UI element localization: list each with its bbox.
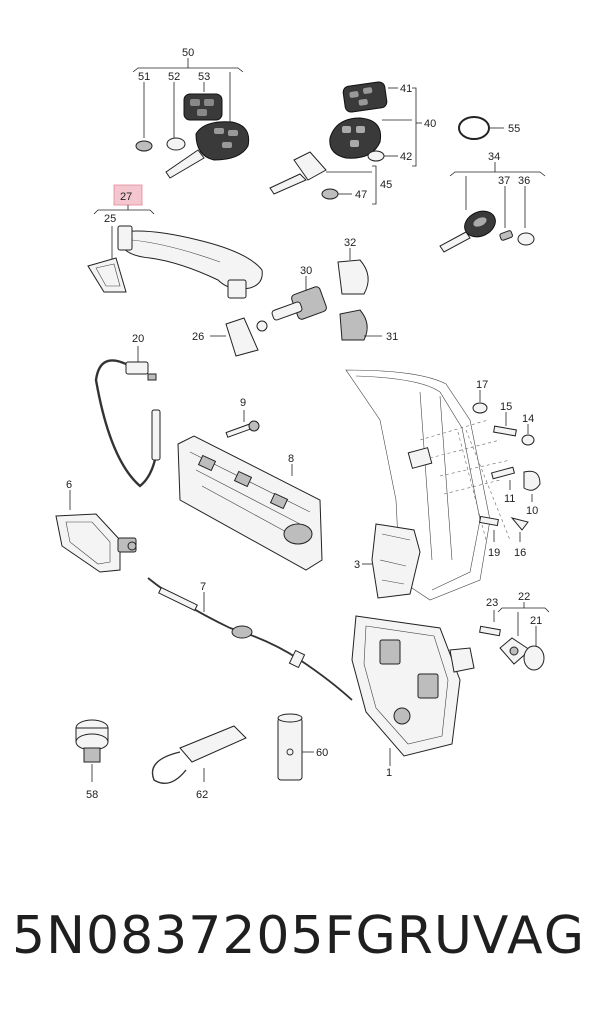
battery-cell-icon xyxy=(166,137,186,151)
callout-32: 32 xyxy=(344,237,356,249)
callout-55: 55 xyxy=(508,123,520,135)
door-handle-27 xyxy=(87,184,263,299)
callout-26: 26 xyxy=(192,331,204,343)
callout-23: 23 xyxy=(486,597,498,609)
lock-cylinder-icon xyxy=(256,276,327,332)
misc-parts xyxy=(75,713,314,784)
callout-16: 16 xyxy=(514,547,526,559)
cap-icon xyxy=(517,232,535,246)
cap-32-icon xyxy=(337,259,369,295)
callout-20: 20 xyxy=(132,333,144,345)
callout-42: 42 xyxy=(400,151,412,163)
callout-37: 37 xyxy=(498,175,510,187)
pin-icon xyxy=(499,230,513,241)
callout-9: 9 xyxy=(240,397,246,409)
exterior-handle-icon xyxy=(117,225,263,299)
callout-45: 45 xyxy=(380,179,392,191)
remote-button-pad-icon xyxy=(342,81,388,113)
folding-remote-key-icon xyxy=(165,121,250,179)
vw-badge-icon xyxy=(135,140,153,152)
callout-31: 31 xyxy=(386,331,398,343)
grease-tube-60-icon xyxy=(277,713,303,781)
seal-ring-icon xyxy=(458,116,490,140)
emblem-icon xyxy=(321,188,339,200)
callout-17: 17 xyxy=(476,379,488,391)
lock-cylinder-group xyxy=(210,248,382,357)
tag-62-icon xyxy=(151,725,247,784)
handle-carrier-8 xyxy=(177,435,323,571)
callout-22: 22 xyxy=(518,591,530,603)
key-set-50 xyxy=(132,58,250,179)
screw-9 xyxy=(225,410,260,438)
callout-19: 19 xyxy=(488,547,500,559)
callout-14: 14 xyxy=(522,413,534,425)
callout-34: 34 xyxy=(488,151,500,163)
key-button-pad-icon xyxy=(183,93,223,121)
key-set-34 xyxy=(439,162,546,253)
bowden-cable-7 xyxy=(147,577,353,701)
handle-gasket-icon xyxy=(87,257,127,293)
striker-group xyxy=(479,602,550,671)
callout-10: 10 xyxy=(526,505,538,517)
callout-6: 6 xyxy=(66,479,72,491)
fastener-set xyxy=(472,390,541,542)
callout-3: 3 xyxy=(354,559,360,571)
callout-50: 50 xyxy=(182,47,194,59)
brand-label: VAG xyxy=(472,906,586,966)
callout-27: 27 xyxy=(120,191,132,203)
callout-51: 51 xyxy=(138,71,150,83)
callout-58: 58 xyxy=(86,789,98,801)
callout-52: 52 xyxy=(168,71,180,83)
callout-21: 21 xyxy=(530,615,542,627)
door-latch-1 xyxy=(351,615,475,766)
callout-40: 40 xyxy=(424,118,436,130)
release-cable-20 xyxy=(94,346,161,488)
plug-58-icon xyxy=(75,719,109,763)
cap-26-icon xyxy=(225,317,259,357)
callout-53: 53 xyxy=(198,71,210,83)
footer: 5N0837205FGRU VAG xyxy=(0,900,600,980)
callout-41: 41 xyxy=(400,83,412,95)
callout-36: 36 xyxy=(518,175,530,187)
callout-15: 15 xyxy=(500,401,512,413)
callout-25: 25 xyxy=(104,213,116,225)
callout-11: 11 xyxy=(504,493,515,505)
master-key-icon xyxy=(439,210,496,253)
parts-exploded-diagram: 50 51 52 53 41 40 42 45 47 55 34 37 36 2… xyxy=(55,47,550,801)
coin-battery-icon xyxy=(367,150,385,162)
callout-60: 60 xyxy=(316,747,328,759)
callout-30: 30 xyxy=(300,265,312,277)
cover-31-icon xyxy=(339,309,368,341)
remote-key-housing-icon xyxy=(329,117,382,159)
callout-8: 8 xyxy=(288,453,294,465)
callout-1: 1 xyxy=(386,767,392,779)
part-number-label: 5N0837205FGRU xyxy=(12,906,473,966)
bracket-3 xyxy=(362,523,421,599)
key-set-40 xyxy=(269,81,504,205)
door-frame-outline xyxy=(345,369,511,601)
interior-handle-6 xyxy=(55,490,137,573)
callout-47: 47 xyxy=(355,189,367,201)
key-blade-icon xyxy=(269,151,327,195)
callout-7: 7 xyxy=(200,581,206,593)
callout-62: 62 xyxy=(196,789,208,801)
